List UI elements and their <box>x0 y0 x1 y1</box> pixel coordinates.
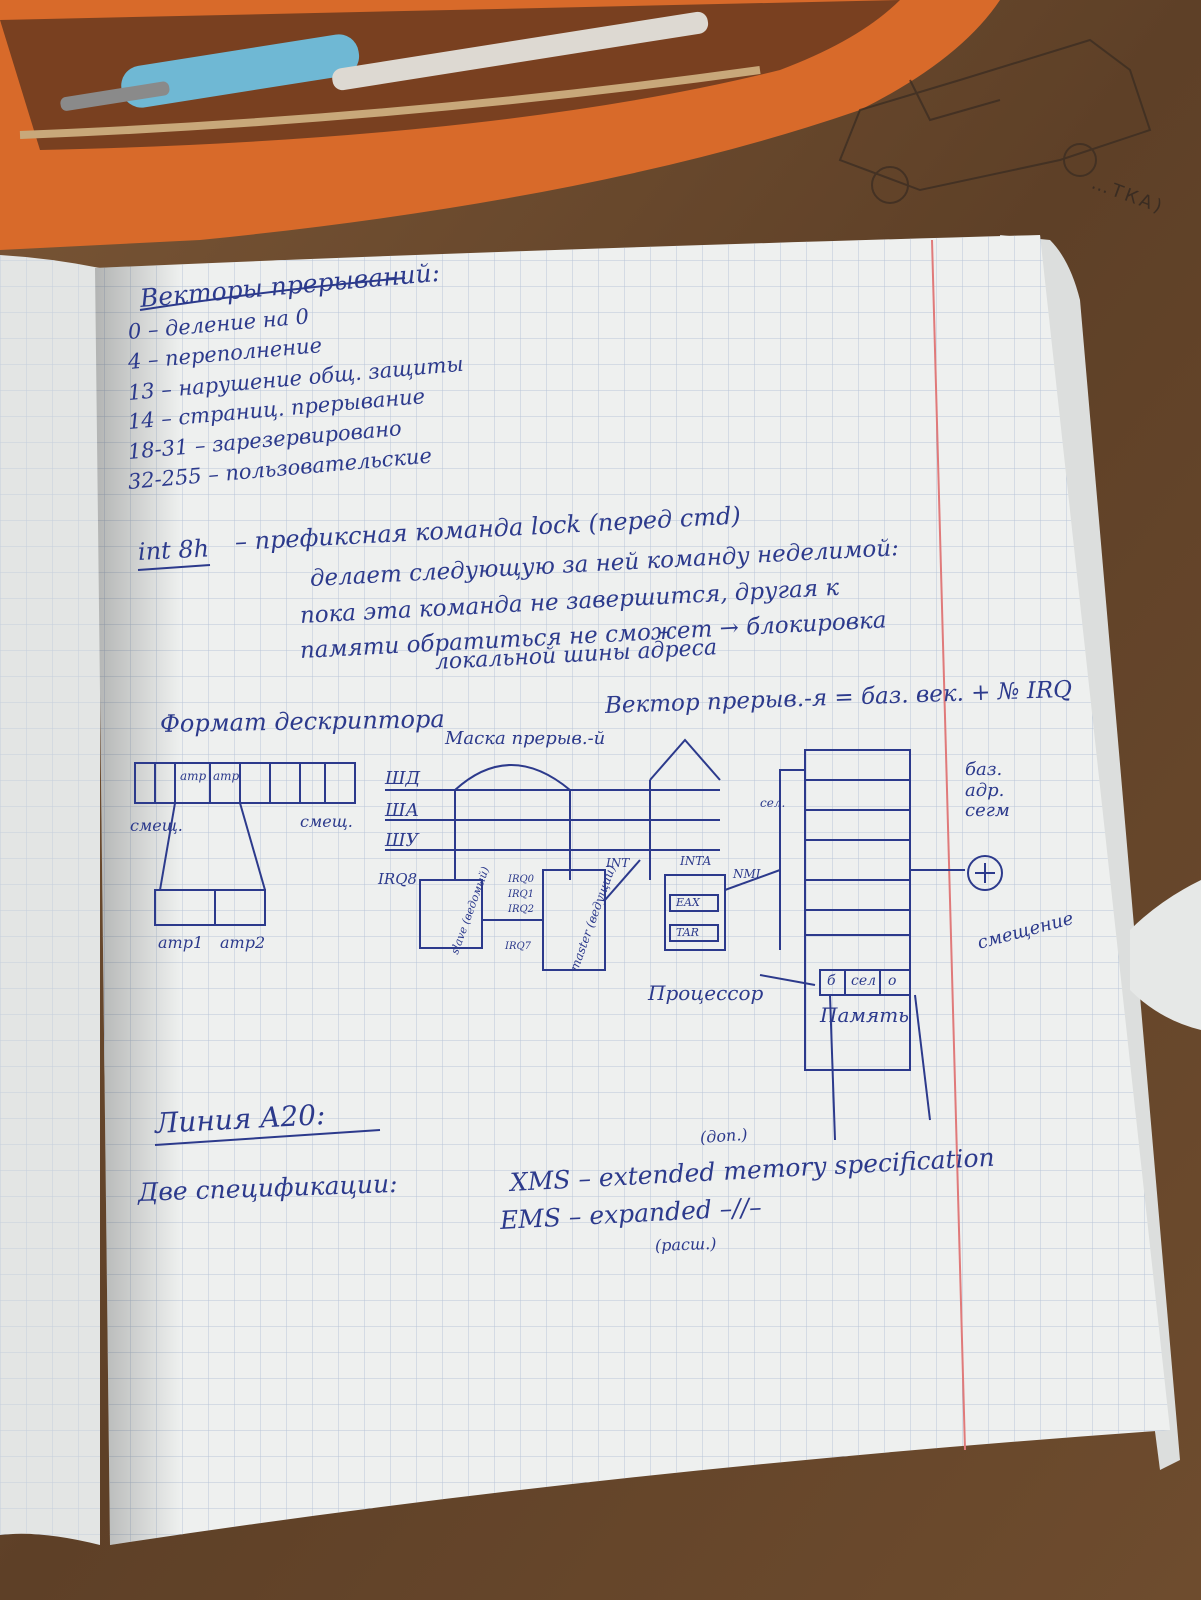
memory-cell: б <box>827 973 836 989</box>
memory-cell: о <box>888 973 897 989</box>
notebook <box>0 235 1170 1545</box>
slave-chip <box>419 879 483 949</box>
field-offset-left: смещ. <box>130 816 183 835</box>
nmi-signal: NMI <box>733 867 761 881</box>
margin-line <box>931 239 966 1451</box>
register-tar: TAR <box>676 926 699 939</box>
descriptor-title: Формат дескриптора <box>159 705 445 738</box>
ems-note: (расш.) <box>654 1233 717 1255</box>
inta-signal: INTA <box>680 854 712 868</box>
selector-label: сел. <box>760 796 786 810</box>
field-offset-right: смещ. <box>300 812 353 831</box>
bus-lines <box>385 738 721 880</box>
int-label: int 8h <box>137 534 210 566</box>
processor-chip <box>664 874 726 951</box>
irq-pin: IRQ1 <box>508 889 535 900</box>
base-address-label: баз. адр. сегм <box>965 759 1010 822</box>
register-eax: EAX <box>676 896 700 909</box>
memory-diagram <box>759 749 1003 1141</box>
field-attr-1: атр <box>180 769 207 783</box>
irq-pin: IRQ0 <box>508 874 535 885</box>
bus-label-control: ШУ <box>385 830 419 851</box>
attr2-label: атр2 <box>220 933 266 952</box>
memory-cell: сел <box>851 973 877 989</box>
desk-car-sketch <box>838 38 1152 204</box>
pencil-case <box>0 0 1000 250</box>
irq8-label: IRQ8 <box>378 870 418 888</box>
bus-label-data: ШД <box>385 768 421 789</box>
bus-label-address: ША <box>385 800 420 821</box>
attr1-label: атр1 <box>158 933 204 952</box>
descriptor-diagram <box>134 762 356 926</box>
mask-label: Маска прерыв.-й <box>445 728 606 749</box>
memory-label: Память <box>820 1003 910 1027</box>
int-signal: INT <box>606 856 630 870</box>
processor-label: Процессор <box>648 981 764 1005</box>
title-underlines <box>137 277 406 1146</box>
field-attr-2: атр <box>213 769 240 783</box>
irq-pin: IRQ7 <box>505 941 532 952</box>
pic-chips <box>419 859 781 971</box>
xms-note: (доп.) <box>699 1124 749 1147</box>
irq-pin: IRQ2 <box>508 904 535 915</box>
